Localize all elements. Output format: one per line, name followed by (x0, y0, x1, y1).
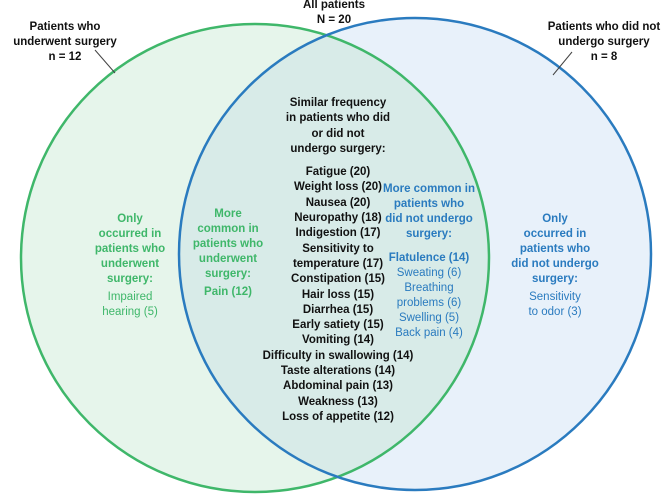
overlap-item: Neuropathy (18) (294, 212, 382, 225)
overlap-heading-line: Similar frequency (289, 97, 387, 109)
right-more-items: Flatulence (14) Sweating (6) Breathing p… (374, 251, 484, 341)
left-more-items: Pain (12) (186, 285, 270, 300)
overlap-heading: Similar frequency in patients who did or… (233, 96, 443, 157)
left-only-heading-line: occurred in (98, 228, 162, 240)
right-title-leader-line (552, 51, 573, 76)
overlap-heading-line: or did not (311, 127, 365, 140)
left-set-outline (19, 22, 491, 494)
right-set-title-line: undergo surgery (558, 36, 650, 48)
left-more-heading-line: More (214, 208, 242, 220)
right-only-heading-line: did not undergo (511, 258, 599, 270)
right-only-item: Sensitivity (529, 291, 581, 303)
right-more-item: Sweating (6) (396, 267, 462, 279)
right-set-title: Patients who did not undergo surgery n =… (540, 20, 668, 65)
overlap-item: Difficulty in swallowing (14) (262, 349, 414, 362)
overlap-item: Loss of appetite (12) (282, 410, 394, 423)
left-only-items: Impaired hearing (5) (80, 290, 180, 320)
overlap-item: Hair loss (15) (301, 288, 375, 301)
right-set-count: n = 8 (590, 51, 618, 63)
left-only-heading-line: surgery: (106, 273, 154, 285)
overlap-item: temperature (17) (292, 257, 384, 270)
left-more-heading-line: patients who (192, 238, 264, 250)
right-only-heading-line: occurred in (523, 228, 587, 240)
overlap-item: Taste alterations (14) (280, 365, 396, 378)
right-set-title-line: Patients who did not (547, 21, 661, 33)
right-set-outline (177, 16, 653, 492)
overlap-item: Vomiting (14) (302, 334, 374, 347)
overlap-item: Early satiety (15) (292, 319, 384, 332)
left-only-item: hearing (5) (102, 306, 158, 318)
right-more-item: problems (6) (396, 297, 462, 309)
left-only-heading-line: Only (117, 213, 143, 225)
right-more-heading-line: did not undergo (385, 213, 473, 225)
left-only-region: Only occurred in patients who underwent … (80, 212, 180, 320)
right-more-common-region: More common in patients who did not unde… (374, 182, 484, 341)
population-label: All patients N = 20 (284, 0, 384, 28)
right-more-heading: More common in patients who did not unde… (374, 182, 484, 242)
left-set-count: n = 12 (48, 51, 82, 63)
left-only-heading: Only occurred in patients who underwent … (80, 212, 180, 287)
right-more-item: Breathing (404, 282, 454, 294)
overlap-item: Indigestion (17) (295, 227, 381, 240)
left-more-heading-line: common in (197, 223, 259, 235)
left-set-title: Patients who underwent surgery n = 12 (5, 20, 125, 65)
right-more-item: Swelling (5) (398, 312, 460, 324)
overlap-heading-line: in patients who did (285, 112, 391, 125)
right-only-heading-line: patients who (519, 243, 591, 255)
left-title-leader-line (94, 49, 116, 74)
left-only-item: Impaired (107, 291, 153, 303)
overlap-item: Sensitivity to (302, 242, 374, 255)
right-only-items: Sensitivity to odor (3) (500, 290, 610, 320)
left-more-common-region: More common in patients who underwent su… (186, 207, 270, 300)
population-title: All patients (303, 0, 365, 11)
left-more-heading-line: underwent (198, 253, 258, 265)
overlap-item: Fatigue (20) (305, 166, 371, 179)
population-count: N = 20 (316, 14, 352, 26)
right-only-item: to odor (3) (528, 306, 582, 318)
overlap-region-text: Similar frequency in patients who did or… (233, 96, 443, 425)
left-set-title-line: Patients who (29, 21, 101, 33)
right-more-heading-line: surgery: (405, 228, 453, 240)
right-only-heading-line: Only (542, 213, 568, 225)
left-set-title-line: underwent surgery (13, 36, 117, 48)
overlap-items: Fatigue (20) Weight loss (20) Nausea (20… (233, 165, 443, 425)
overlap-item: Weakness (13) (298, 395, 378, 408)
right-more-heading-line: More common in (382, 183, 475, 195)
left-only-heading-line: patients who (94, 243, 166, 255)
left-only-heading-line: underwent (100, 258, 160, 270)
left-more-heading: More common in patients who underwent su… (186, 207, 270, 282)
overlap-item: Abdominal pain (13) (283, 380, 393, 393)
right-only-heading: Only occurred in patients who did not un… (500, 212, 610, 287)
overlap-item: Nausea (20) (305, 196, 371, 209)
right-only-region: Only occurred in patients who did not un… (500, 212, 610, 320)
overlap-item: Constipation (15) (291, 273, 385, 286)
left-more-heading-line: surgery: (204, 268, 252, 280)
overlap-heading-line: undergo surgery: (290, 142, 386, 155)
right-more-item: Back pain (4) (395, 327, 463, 339)
overlap-region (179, 24, 489, 490)
left-more-item: Pain (12) (204, 286, 252, 298)
overlap-item: Weight loss (20) (294, 181, 382, 194)
overlap-item: Diarrhea (15) (302, 303, 374, 316)
right-more-heading-line: patients who (393, 198, 465, 210)
right-more-item: Flatulence (14) (388, 252, 470, 264)
right-only-heading-line: surgery: (531, 273, 579, 285)
